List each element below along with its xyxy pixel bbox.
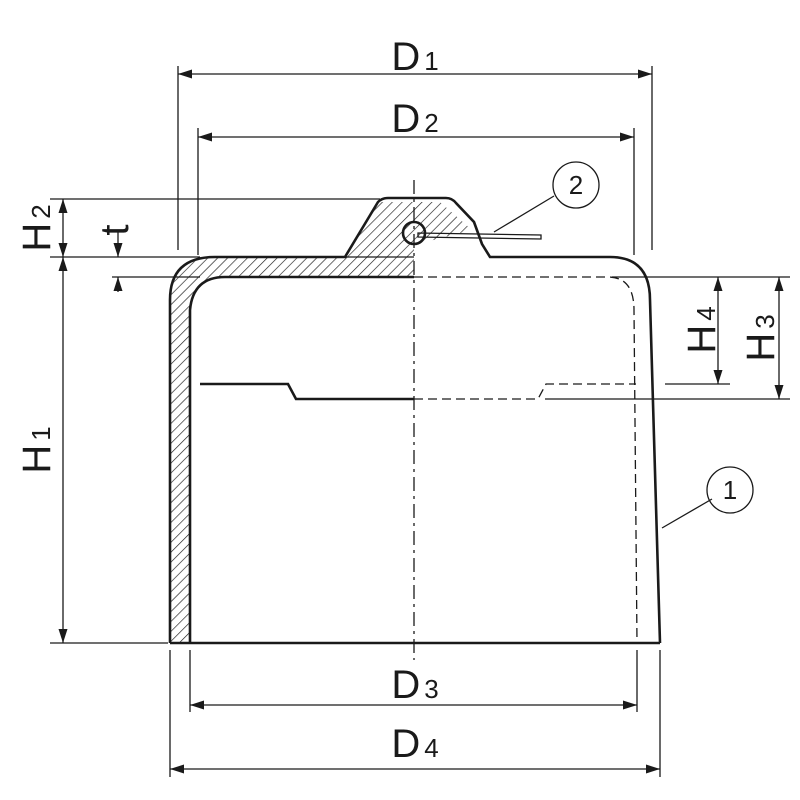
dim-line-h3-end-arrowhead	[774, 385, 784, 399]
inner-step-line-hidden	[414, 383, 636, 400]
label-h3: H3	[739, 314, 783, 361]
inner-step-line	[200, 382, 414, 401]
dimension-lines	[58, 69, 784, 774]
dim-line-d1-end-arrowhead	[638, 69, 652, 79]
leader-cap	[661, 498, 713, 529]
callout-circle-cap	[706, 466, 754, 514]
dim-line-h1-start-arrowhead	[58, 257, 68, 271]
section-hatch	[170, 202, 472, 643]
dim-line-d3-end-arrowhead	[623, 700, 637, 710]
dim-line-h4-end-arrowhead	[713, 370, 723, 384]
dim-line-t-bottom-end-arrowhead	[113, 277, 123, 291]
label-h2: H2	[15, 204, 59, 251]
dim-line-d1-start-arrowhead	[178, 69, 192, 79]
tab-pin	[417, 232, 542, 240]
label-h1: H1	[15, 426, 59, 473]
dim-line-d2-start-arrowhead	[198, 132, 212, 142]
dim-line-d3-start-arrowhead	[190, 700, 204, 710]
dim-line-d4-start-arrowhead	[170, 764, 184, 774]
dim-line-h4-start-arrowhead	[713, 277, 723, 291]
dim-line-h1-end-arrowhead	[58, 629, 68, 643]
dim-line-h3-start-arrowhead	[774, 277, 784, 291]
dim-line-d4-end-arrowhead	[646, 764, 660, 774]
dim-line-h2-start-arrowhead	[58, 199, 68, 213]
cap-inner-wall-left	[188, 275, 414, 643]
cap-outer-outline	[168, 196, 662, 644]
dim-line-d2-end-arrowhead	[620, 132, 634, 142]
label-t: t	[93, 224, 137, 235]
callout-tab-number: 2	[569, 170, 583, 200]
dim-line-h2-end-arrowhead	[58, 243, 68, 257]
leader-tab	[493, 195, 555, 233]
cap-inner-wall-right-hidden	[414, 276, 638, 644]
callout-cap-number: 1	[723, 475, 737, 505]
label-h4: H4	[680, 306, 724, 353]
dim-line-t-top-end-arrowhead	[113, 243, 123, 257]
callout-circle-tab	[552, 161, 600, 209]
